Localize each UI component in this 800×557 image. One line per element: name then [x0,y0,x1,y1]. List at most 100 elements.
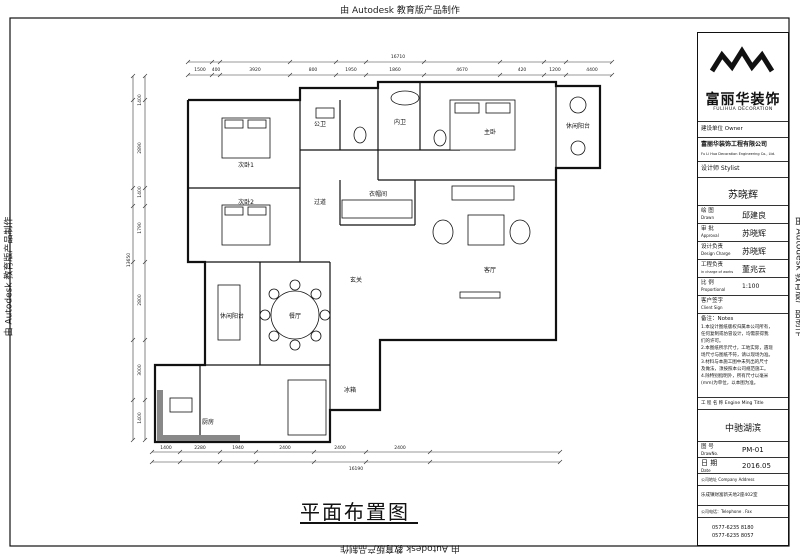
drawing-no-row: 图 号 DrawNo. PM-01 [698,441,788,457]
dim-top-total: 16710 [391,54,405,60]
dim-top-seg: 1860 [389,67,401,73]
dim-tick [209,72,215,78]
dimension-lines [132,61,612,463]
date-row: 日 期 Date 2016.05 [698,457,788,473]
dim-tick [497,72,503,78]
dim-tick [130,97,136,103]
tv-cabinet-icon [459,291,501,299]
pillow-icon [224,119,244,129]
dim-bottom-seg: 1940 [232,445,244,451]
dim-tick [287,59,293,65]
room-label: 主卧 [484,128,496,136]
dim-tick [142,97,148,103]
dim-tick [333,59,339,65]
dim-tick [557,459,563,465]
dim-tick [609,72,615,78]
dim-bottom-total: 16190 [349,466,363,472]
title-block: 富丽华装饰 FULIHUA DECORATION 建设单位 Owner 富丽华装… [697,32,789,546]
dim-tick [142,437,148,443]
dim-tick [217,449,223,455]
room-label: 休闲阳台 [220,312,244,320]
dim-bottom-seg: 2280 [194,445,206,451]
dim-tick [563,59,569,65]
phone-label-row: 公司电话：Telephone . Fax [698,505,788,517]
dim-left-seg: 2890 [137,142,143,154]
notes-list: 1.本设计图纸版权归属本公司所有， 任何复制或仿冒设计，均需获得我 们的许可。 … [701,324,773,387]
lounge-chair-icon [569,96,587,114]
dim-bottom-labels: 1400 2280 1940 2400 2400 2400 16190 [160,445,406,472]
dim-tick [142,397,148,403]
room-label: 厨房 [202,418,214,426]
dim-top-seg: 4400 [586,67,598,73]
dim-tick [185,59,191,65]
dim-tick [311,459,317,465]
toilet-icon [433,129,447,147]
note-line: 4.除特别指明外，所有尺寸以毫米 [701,374,769,379]
dim-tick [363,459,369,465]
pillow-icon [247,119,267,129]
room-label: 玄关 [350,276,362,284]
dim-tick [217,459,223,465]
dim-tick [427,459,433,465]
dim-left-seg: 3000 [137,364,143,376]
lounge-chair-icon [570,140,586,156]
dim-tick [497,59,503,65]
dim-tick [563,72,569,78]
dim-top-seg: 420 [518,67,527,73]
project-label-row: 工 程 名 称 Engine Ming Title [698,397,788,409]
address-label-row: 公司地址 Company Address [698,473,788,485]
owner-row: 富丽华装饰工程有限公司 Fu Li Hua Decoration Enginee… [698,137,788,161]
dim-tick [149,459,155,465]
note-line: 场尺寸与图纸不符，请以现场为准。 [701,353,773,358]
dim-left-seg: 1790 [137,222,143,234]
dim-left-seg: 1400 [137,186,143,198]
address-row: 乐成镇财富新天地2座402室 [698,485,788,505]
dim-left-seg: 1400 [137,412,143,424]
note-line: (mm)为单位，以本图为准。 [701,381,759,386]
sofa-icon [451,185,515,201]
phone-row: 0577-6235 8180 0577-6235 8057 [698,517,788,545]
pillow-icon [454,102,480,114]
dim-left-labels: 1400 2890 1400 1790 2800 3000 1400 13650 [126,94,143,424]
dim-tick [427,449,433,455]
dim-left-total: 13650 [126,253,132,267]
tall-cabinet-icon [287,379,327,436]
room-label: 客厅 [484,266,496,274]
furniture [157,90,587,441]
dim-tick [609,59,615,65]
note-line: 及做法，须按照本公司规范施工。 [701,367,769,372]
dim-tick [130,337,136,343]
company-name-en: FULIHUA DECORATION [713,107,773,112]
room-label: 衣帽间 [369,190,387,198]
drawn-row: 绘 图 Drawn 邱建良 [698,205,788,223]
dim-tick [142,259,148,265]
design-lead-row: 设计负责 Design Charge 苏晓辉 [698,241,788,259]
dim-left-seg: 1400 [137,94,143,106]
dim-tick [363,449,369,455]
engineer-row: 工程负责 in charge of works 董兆云 [698,259,788,277]
room-label: 餐厅 [289,312,301,320]
dim-tick [421,59,427,65]
dim-tick [557,449,563,455]
dim-top-seg: 800 [309,67,318,73]
dim-tick [253,459,259,465]
interior-walls [188,82,557,442]
kitchen-counter-icon [157,390,240,441]
pillow-icon [485,102,511,114]
dim-tick [130,185,136,191]
storage-cabinet-icon [217,284,241,341]
sink-icon [315,107,335,119]
dim-tick [541,72,547,78]
pillow-icon [224,206,244,216]
dim-tick [142,337,148,343]
dim-top-labels: 16710 1500 400 3920 800 1950 1860 4670 4… [194,54,598,73]
approval-row: 审 批 Approval 苏晓辉 [698,223,788,241]
dim-top-seg: 1200 [549,67,561,73]
armchair-icon [509,219,531,245]
dim-tick [177,459,183,465]
dim-tick [130,437,136,443]
watermark-top: 由 Autodesk 教育版产品制作 [340,6,460,16]
designer-row: 苏晓辉 [698,177,788,205]
dim-tick [363,59,369,65]
